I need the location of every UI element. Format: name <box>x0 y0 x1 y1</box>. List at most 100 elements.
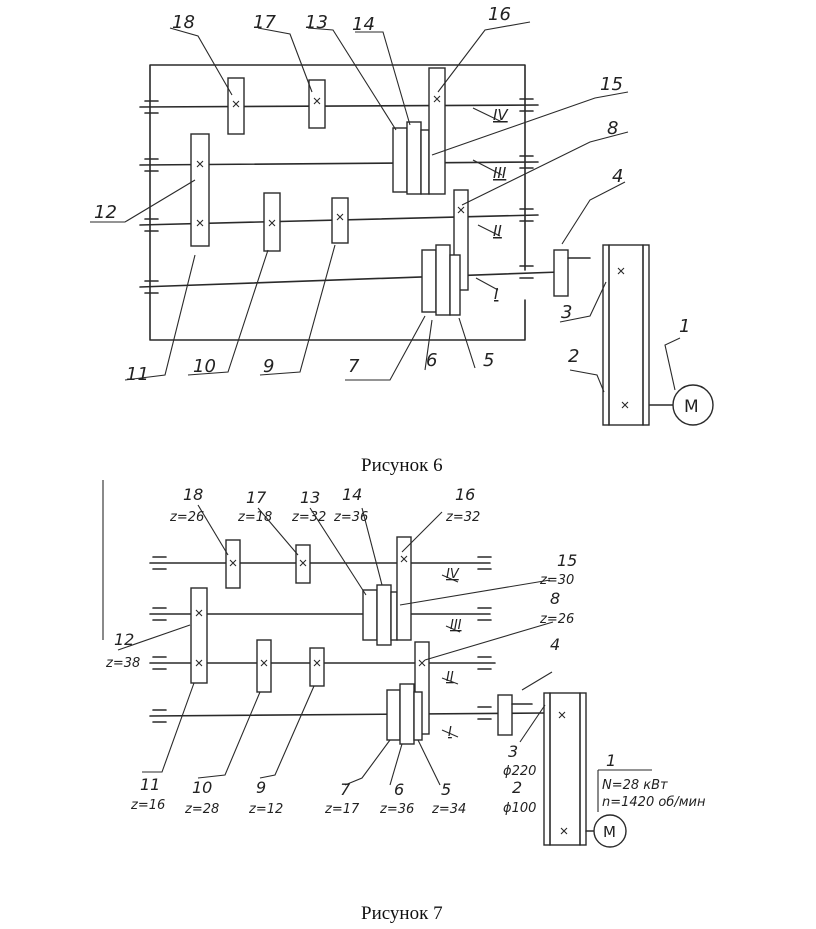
label-14-7: 14 <box>342 485 362 504</box>
teeth-14: z=36 <box>333 510 368 525</box>
bearings <box>144 98 534 294</box>
label-6-7: 6 <box>394 780 404 799</box>
label-9-7: 9 <box>256 778 266 797</box>
leader-lines-6 <box>90 21 681 393</box>
label-2: 2 <box>568 346 579 367</box>
motor-label-7: M <box>603 823 616 841</box>
teeth-12: z=38 <box>105 656 140 671</box>
shaft-label-iv-7: IV <box>446 567 460 582</box>
gear-16 <box>428 67 446 195</box>
label-15-7: 15 <box>557 551 577 570</box>
shaft-i-7 <box>149 712 546 717</box>
teeth-5: z=34 <box>431 802 466 817</box>
teeth-13: z=32 <box>291 510 326 525</box>
label-9: 9 <box>263 356 274 377</box>
gear-17 <box>308 79 326 129</box>
label-13: 13 <box>305 12 328 33</box>
gear-labels-6: 18 17 13 14 16 15 8 4 12 11 10 9 7 6 5 3… <box>94 4 699 417</box>
gear-17-7 <box>295 544 311 584</box>
teeth-6: z=36 <box>379 802 414 817</box>
label-3: 3 <box>561 302 572 323</box>
gear-14-7 <box>376 584 392 646</box>
gear-12-7 <box>190 587 208 684</box>
label-17-7: 17 <box>246 488 267 507</box>
label-2-7: 2 <box>512 778 522 797</box>
label-11: 11 <box>126 364 149 385</box>
label-7-7: 7 <box>340 780 351 799</box>
gear-12 <box>190 133 210 247</box>
pulley-3-7 <box>543 692 587 846</box>
label-5-7: 5 <box>441 780 451 799</box>
gear-6-7 <box>399 683 415 745</box>
gear-labels-7: 18 17 13 14 16 15 8 4 12 11 10 9 7 6 5 3… <box>114 485 616 841</box>
label-15: 15 <box>600 74 623 95</box>
gear-7 <box>421 249 437 313</box>
motor-icon-7 <box>593 814 627 848</box>
shaft-label-ii-7: II <box>446 670 454 685</box>
label-5: 5 <box>483 350 494 371</box>
teeth-labels-7: z=26 z=18 z=32 z=36 z=32 z=30 z=26 z=38 … <box>105 510 706 817</box>
key-marks <box>196 95 465 227</box>
pulley-2-diameter: ϕ100 <box>503 801 536 816</box>
motor-speed: n=1420 об/мин <box>602 795 706 810</box>
gear-13-7 <box>362 589 378 641</box>
gear-15 <box>420 129 430 195</box>
label-12: 12 <box>94 202 117 223</box>
motor-power: N=28 кВт <box>602 778 668 793</box>
figure-6-caption: Рисунок 6 <box>361 455 443 476</box>
gear-10 <box>263 192 281 252</box>
shaft-label-iii-7: III <box>450 618 462 633</box>
figure-7-diagram: 18 17 13 14 16 15 8 4 12 11 10 9 7 6 5 3… <box>102 480 706 848</box>
label-8: 8 <box>607 118 618 139</box>
teeth-18: z=26 <box>169 510 204 525</box>
label-18: 18 <box>172 12 195 33</box>
shaft-iv <box>139 104 539 108</box>
label-6: 6 <box>426 350 437 371</box>
label-10: 10 <box>193 356 216 377</box>
teeth-11: z=16 <box>130 798 165 813</box>
label-18-7: 18 <box>183 485 203 504</box>
motor-label-6: M <box>684 397 699 417</box>
label-10-7: 10 <box>192 778 212 797</box>
teeth-15: z=30 <box>539 573 574 588</box>
gear-16-7 <box>396 536 412 641</box>
pulley-3-diameter: ϕ220 <box>503 764 536 779</box>
label-8-7: 8 <box>550 589 560 608</box>
teeth-10: z=28 <box>184 802 219 817</box>
shaft-label-ii: II <box>493 222 502 240</box>
label-7: 7 <box>348 356 360 377</box>
label-14: 14 <box>352 14 375 35</box>
clutch-4-7 <box>497 694 513 736</box>
key-marks-7 <box>195 555 426 667</box>
gear-10-7 <box>256 639 272 693</box>
teeth-8: z=26 <box>539 612 574 627</box>
figure-6-diagram: 18 17 13 14 16 15 8 4 12 11 10 9 7 6 5 3… <box>90 4 714 426</box>
label-12-7: 12 <box>114 630 134 649</box>
gear-5 <box>449 254 461 316</box>
teeth-9: z=12 <box>248 802 283 817</box>
gear-5-7 <box>413 691 423 741</box>
housing-frame <box>149 64 526 341</box>
gear-18 <box>227 77 245 135</box>
gear-9-7 <box>309 647 325 687</box>
label-3-7: 3 <box>508 742 518 761</box>
gear-7-7 <box>386 689 401 741</box>
label-4-7: 4 <box>550 635 560 654</box>
figure-7-caption: Рисунок 7 <box>361 903 443 924</box>
gear-15-7 <box>390 591 398 641</box>
motor-icon-6 <box>672 384 714 426</box>
teeth-7: z=17 <box>324 802 360 817</box>
label-17: 17 <box>253 12 276 33</box>
belt-drive-7 <box>497 692 627 848</box>
label-13-7: 13 <box>300 488 320 507</box>
shaft-labels-6: IV III II I <box>493 106 509 303</box>
gear-6 <box>435 244 451 316</box>
label-1-7: 1 <box>606 751 616 770</box>
shaft-label-i: I <box>494 285 499 303</box>
leader-lines-7 <box>117 504 652 812</box>
label-1: 1 <box>679 316 690 337</box>
gears <box>190 67 469 316</box>
label-4: 4 <box>612 166 623 187</box>
shaft-labels-7: IV III II I <box>446 567 462 740</box>
